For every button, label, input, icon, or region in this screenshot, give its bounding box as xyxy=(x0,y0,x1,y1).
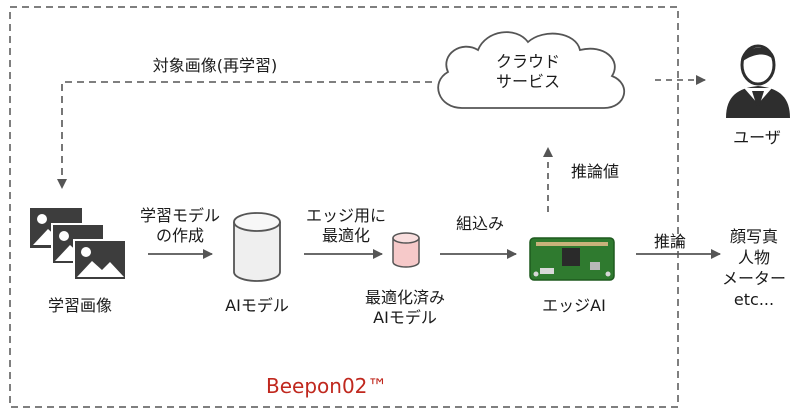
result-item: 顔写真 xyxy=(729,227,778,246)
optimized-model-label: 最適化済み AIモデル xyxy=(350,288,460,328)
train-label: 学習モデル の作成 xyxy=(130,206,230,246)
train-label-line1: 学習モデル xyxy=(139,206,220,225)
training-images-label: 学習画像 xyxy=(47,296,112,315)
optimized-model-label-line2: AIモデル xyxy=(373,308,437,327)
inference-value-label: 推論値 xyxy=(570,162,619,181)
user-icon xyxy=(726,44,790,118)
edge-ai-label: エッジAI xyxy=(542,296,606,315)
ai-model-cylinder-icon xyxy=(233,212,281,282)
optimize-label: エッジ用に 最適化 xyxy=(296,206,396,246)
optimized-model-label-line1: 最適化済み xyxy=(364,288,445,307)
optimized-model-cylinder-icon xyxy=(392,232,420,268)
cloud-icon xyxy=(437,31,626,109)
user-label: ユーザ xyxy=(733,128,781,147)
cloud-label-line1: クラウド xyxy=(495,52,560,71)
embed-label: 組込み xyxy=(455,214,504,233)
result-item: メーター xyxy=(721,269,786,288)
result-item: etc... xyxy=(733,290,775,309)
cloud-label: クラウド サービス xyxy=(480,52,576,92)
retrain-label: 対象画像(再学習) xyxy=(152,56,278,75)
results-list: 顔写真 人物 メーター etc... xyxy=(712,226,796,310)
circuit-board-icon xyxy=(529,237,615,281)
retrain-arrow xyxy=(57,81,432,189)
optimize-label-line1: エッジ用に xyxy=(305,206,386,225)
image-stack-icon xyxy=(30,208,127,281)
brand-label: Beepon02™ xyxy=(266,374,388,398)
result-item: 人物 xyxy=(737,248,770,267)
system-boundary xyxy=(9,6,679,408)
optimize-label-line2: 最適化 xyxy=(321,226,370,245)
cloud-label-line2: サービス xyxy=(495,72,560,91)
ai-model-label: AIモデル xyxy=(225,296,289,315)
inference-label: 推論 xyxy=(653,232,686,251)
train-label-line2: の作成 xyxy=(155,226,204,245)
